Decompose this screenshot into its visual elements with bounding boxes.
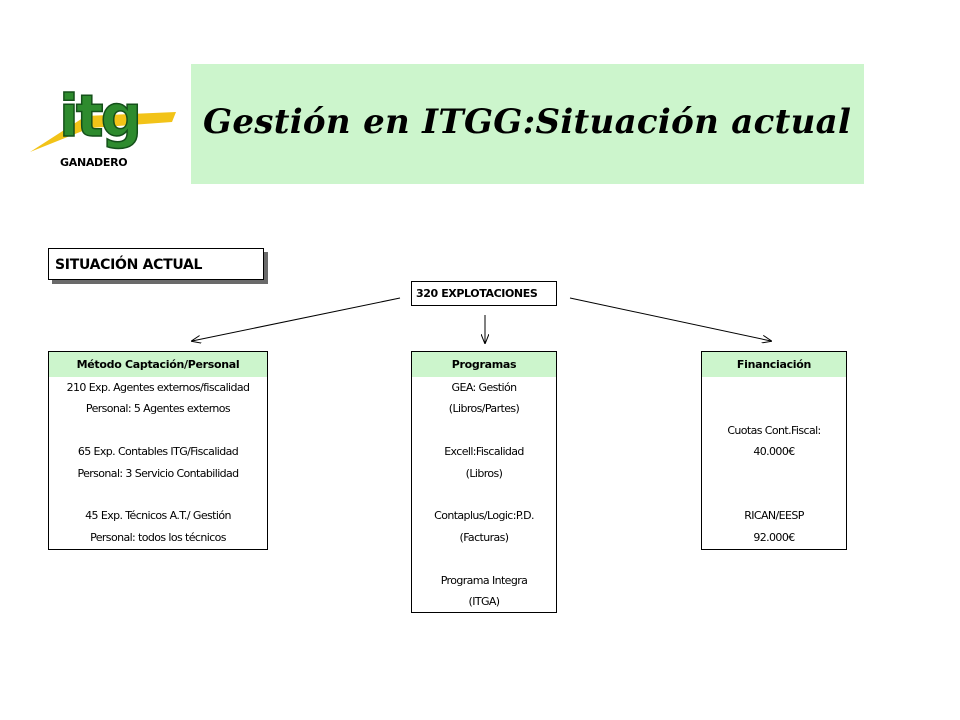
box-header: Método Captación/Personal — [49, 352, 267, 377]
itg-ganadero-logo: itg GANADERO — [26, 74, 182, 174]
status-label: SITUACIÓN ACTUAL — [48, 248, 264, 280]
box-line: Personal: 3 Servicio Contabilidad — [77, 466, 239, 480]
box-line: Contaplus/Logic:P.D. — [434, 509, 534, 523]
box-line: Excell:Fiscalidad — [444, 445, 524, 459]
box-line — [412, 548, 556, 569]
box-line: Cuotas Cont.Fiscal: — [727, 423, 821, 437]
box-line: GEA: Gestión — [451, 381, 518, 394]
root-node-explotaciones: 320 EXPLOTACIONES — [411, 281, 557, 306]
box-body: GEA: Gestión (Libros/Partes) Excell:Fiscal… — [412, 377, 556, 612]
box-line: 210 Exp. Agentes externos/fiscalidad — [66, 381, 250, 394]
box-line: (Facturas) — [459, 530, 510, 544]
arrow-to-financiacion — [569, 297, 771, 341]
box-line — [412, 484, 556, 505]
logo-yellow-swoosh — [30, 112, 176, 152]
logo-graphic: itg GANADERO — [30, 81, 176, 169]
box-line: Personal: todos los técnicos — [90, 530, 226, 544]
logo-brand-text: itg — [59, 82, 139, 150]
box-line — [49, 420, 267, 441]
title-band: Gestión en ITGG:Situación actual — [191, 64, 864, 184]
box-line: 45 Exp. Técnicos A.T./ Gestión — [85, 509, 231, 523]
box-line: Programa Integra — [440, 573, 528, 587]
logo-sub-text: GANADERO — [60, 156, 127, 169]
box-line: RICAN/EESP — [744, 509, 804, 523]
box-header: Financiación — [702, 352, 846, 377]
box-line: 92.000€ — [753, 530, 795, 544]
box-line: (Libros) — [465, 466, 503, 480]
box-body: Cuotas Cont.Fiscal: 40.000€ RICAN/EESP 92.0… — [702, 377, 846, 548]
arrow-to-metodo — [192, 297, 401, 341]
box-line — [702, 377, 846, 398]
box-line — [702, 463, 846, 484]
box-programas: Programas GEA: Gestión (Libros/Partes) Exc… — [411, 351, 557, 613]
box-line: (ITGA) — [468, 594, 501, 608]
page-title: Gestión en ITGG:Situación actual — [203, 102, 852, 142]
box-line — [702, 398, 846, 419]
box-line: (Libros/Partes) — [448, 402, 520, 416]
box-header: Programas — [412, 352, 556, 377]
box-line: 65 Exp. Contables ITG/Fiscalidad — [77, 445, 239, 459]
box-line — [49, 484, 267, 505]
box-metodo-captacion: Método Captación/Personal 210 Exp. Agent… — [48, 351, 268, 550]
box-line — [702, 484, 846, 505]
box-line — [412, 420, 556, 441]
box-financiacion: Financiación Cuotas Cont.Fiscal: 40.000€ R… — [701, 351, 847, 550]
box-line: Personal: 5 Agentes externos — [85, 402, 231, 416]
box-line: 40.000€ — [753, 445, 795, 459]
